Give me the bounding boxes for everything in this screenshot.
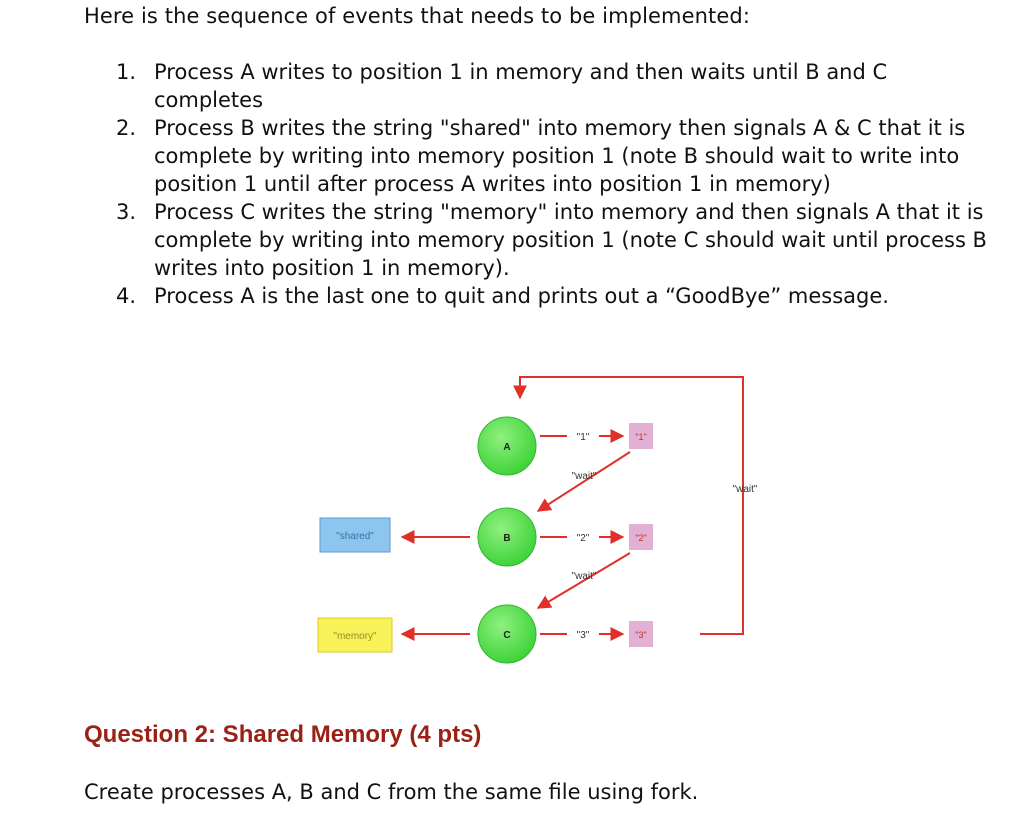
process-b-node	[477, 507, 537, 567]
step-number: 1.	[116, 60, 137, 84]
write-label-c: "3"	[577, 630, 590, 641]
step-item: 2. Process B writes the string "shared" …	[116, 114, 996, 198]
memory-slot-2	[629, 524, 653, 550]
step-item: 4. Process A is the last one to quit and…	[116, 282, 996, 310]
process-a-label: A	[503, 442, 510, 453]
memory-slot-1	[629, 423, 653, 449]
step-number: 3.	[116, 200, 137, 224]
process-a-node	[477, 416, 537, 476]
memory-slot-3-label: "3"	[635, 630, 646, 640]
wait-arrow-b	[536, 552, 631, 609]
wait-label-b: "wait"	[572, 571, 597, 582]
wait-label: "wait"	[733, 484, 758, 495]
wait-label-a: "wait"	[572, 471, 597, 482]
memory-slot-1-label: "1"	[635, 432, 646, 442]
step-item: 3. Process C writes the string "memory" …	[116, 198, 996, 282]
question-body: Create processes A, B and C from the sam…	[84, 780, 699, 804]
step-item: 1. Process A writes to position 1 in mem…	[116, 58, 996, 114]
step-text: Process A is the last one to quit and pr…	[154, 284, 889, 308]
process-c-label: C	[503, 630, 510, 641]
step-number: 2.	[116, 116, 137, 140]
event-sequence-list: 1. Process A writes to position 1 in mem…	[116, 58, 996, 310]
shared-output-label: "shared"	[336, 531, 374, 542]
process-diagram: "wait" A "1" "1" "wait" B "shared" "2" "…	[317, 376, 758, 664]
memory-output-label: "memory"	[333, 631, 377, 642]
memory-output-box	[317, 617, 393, 653]
question-heading: Question 2: Shared Memory (4 pts)	[84, 721, 482, 748]
process-c-node	[477, 604, 537, 664]
step-number: 4.	[116, 284, 137, 308]
wait-loop-arrow	[513, 376, 744, 635]
process-b-label: B	[503, 533, 510, 544]
write-label-a: "1"	[577, 432, 590, 443]
step-text: Process C writes the string "memory" int…	[154, 200, 987, 280]
memory-slot-3	[629, 621, 653, 647]
memory-slot-2-label: "2"	[635, 533, 646, 543]
step-text: Process B writes the string "shared" int…	[154, 116, 966, 196]
intro-text: Here is the sequence of events that need…	[84, 4, 751, 28]
step-text: Process A writes to position 1 in memory…	[154, 60, 888, 112]
wait-arrow-a	[536, 451, 631, 512]
shared-output-box	[319, 517, 391, 553]
write-label-b: "2"	[577, 533, 590, 544]
